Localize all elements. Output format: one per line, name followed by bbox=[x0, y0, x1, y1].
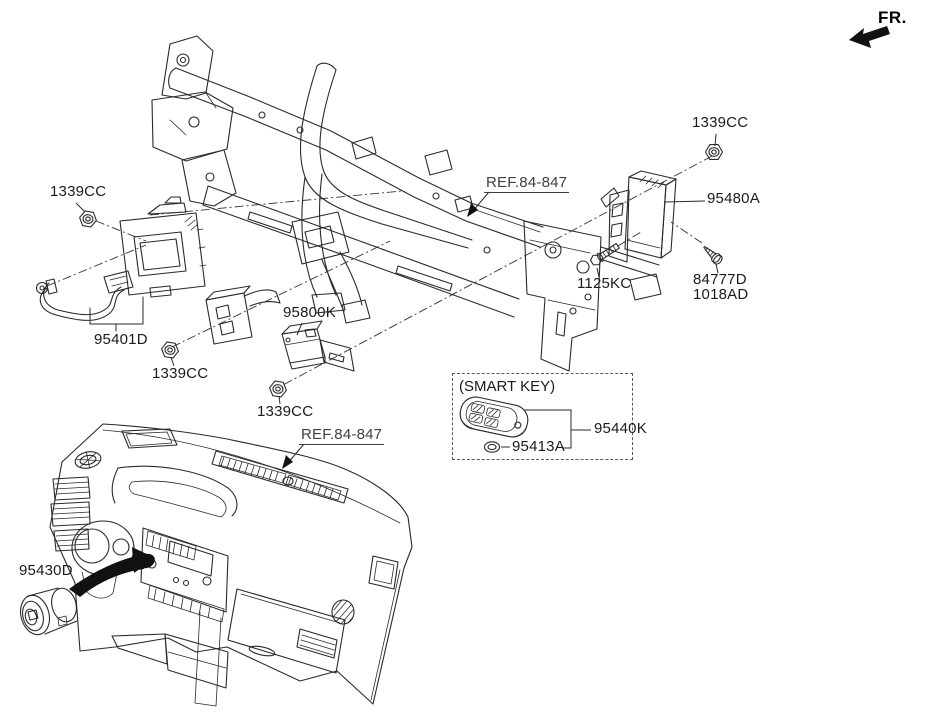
screw-icon-84777d bbox=[703, 246, 723, 265]
smart-key-group-box: (SMART KEY) bbox=[452, 373, 633, 460]
part-label-84777d-1018ad: 84777D 1018AD bbox=[693, 272, 748, 302]
crossmember-frame-drawing bbox=[151, 35, 662, 372]
hatched-hole-drawing bbox=[331, 599, 355, 625]
part-label-95800k: 95800K bbox=[283, 304, 336, 321]
bolt-icon-1125kc bbox=[589, 242, 620, 266]
module-95800k-drawing bbox=[281, 320, 355, 372]
mounting-axis-lines bbox=[46, 155, 713, 387]
wire-harness-drawing bbox=[35, 270, 134, 321]
smart-key-fob-drawing bbox=[459, 396, 529, 438]
part-label-95413a: 95413A bbox=[512, 438, 565, 455]
part-label-1018ad: 1018AD bbox=[693, 286, 749, 303]
ref-arrow-upper bbox=[467, 191, 490, 217]
nut-icon-1339cc-top-right bbox=[704, 144, 724, 160]
fr-direction-arrow-icon bbox=[849, 26, 890, 48]
dashboard-drawing bbox=[49, 423, 413, 707]
ref-label-upper: REF.84-847 bbox=[484, 174, 570, 193]
module-95401d-drawing bbox=[35, 196, 207, 332]
ref-label-lower: REF.84-847 bbox=[299, 426, 385, 445]
defroster-vent-drawing bbox=[211, 450, 349, 504]
nut-icon-1339cc-mid-center bbox=[269, 380, 287, 398]
nut-icon-1339cc-mid-left bbox=[161, 341, 179, 359]
ref-arrow-lower bbox=[282, 443, 305, 469]
part-label-1339cc-mid-left: 1339CC bbox=[152, 365, 209, 382]
label-leader-lines bbox=[75, 133, 719, 469]
fr-direction-label: FR. bbox=[878, 8, 907, 27]
battery-icon-95413a bbox=[483, 441, 501, 453]
part-label-95440k: 95440K bbox=[594, 420, 647, 437]
part-label-1339cc-mid-center: 1339CC bbox=[257, 403, 314, 420]
part-label-1339cc-top-left: 1339CC bbox=[50, 183, 107, 200]
part-label-95430d: 95430D bbox=[19, 562, 73, 579]
part-label-1339cc-top-right: 1339CC bbox=[692, 114, 749, 131]
part-label-84777d: 84777D bbox=[693, 271, 747, 288]
part-label-95480a: 95480A bbox=[707, 190, 760, 207]
part-label-95401d: 95401D bbox=[94, 331, 148, 348]
part-label-1125kc: 1125KC bbox=[577, 275, 632, 292]
start-button-95430d-drawing bbox=[19, 587, 78, 636]
module-95480a-drawing bbox=[600, 170, 677, 263]
smart-key-caption: (SMART KEY) bbox=[459, 378, 556, 395]
install-direction-arrow-icon bbox=[69, 547, 155, 597]
nut-icon-1339cc-top-left bbox=[79, 210, 97, 228]
relay-bracket-drawing bbox=[205, 285, 281, 345]
